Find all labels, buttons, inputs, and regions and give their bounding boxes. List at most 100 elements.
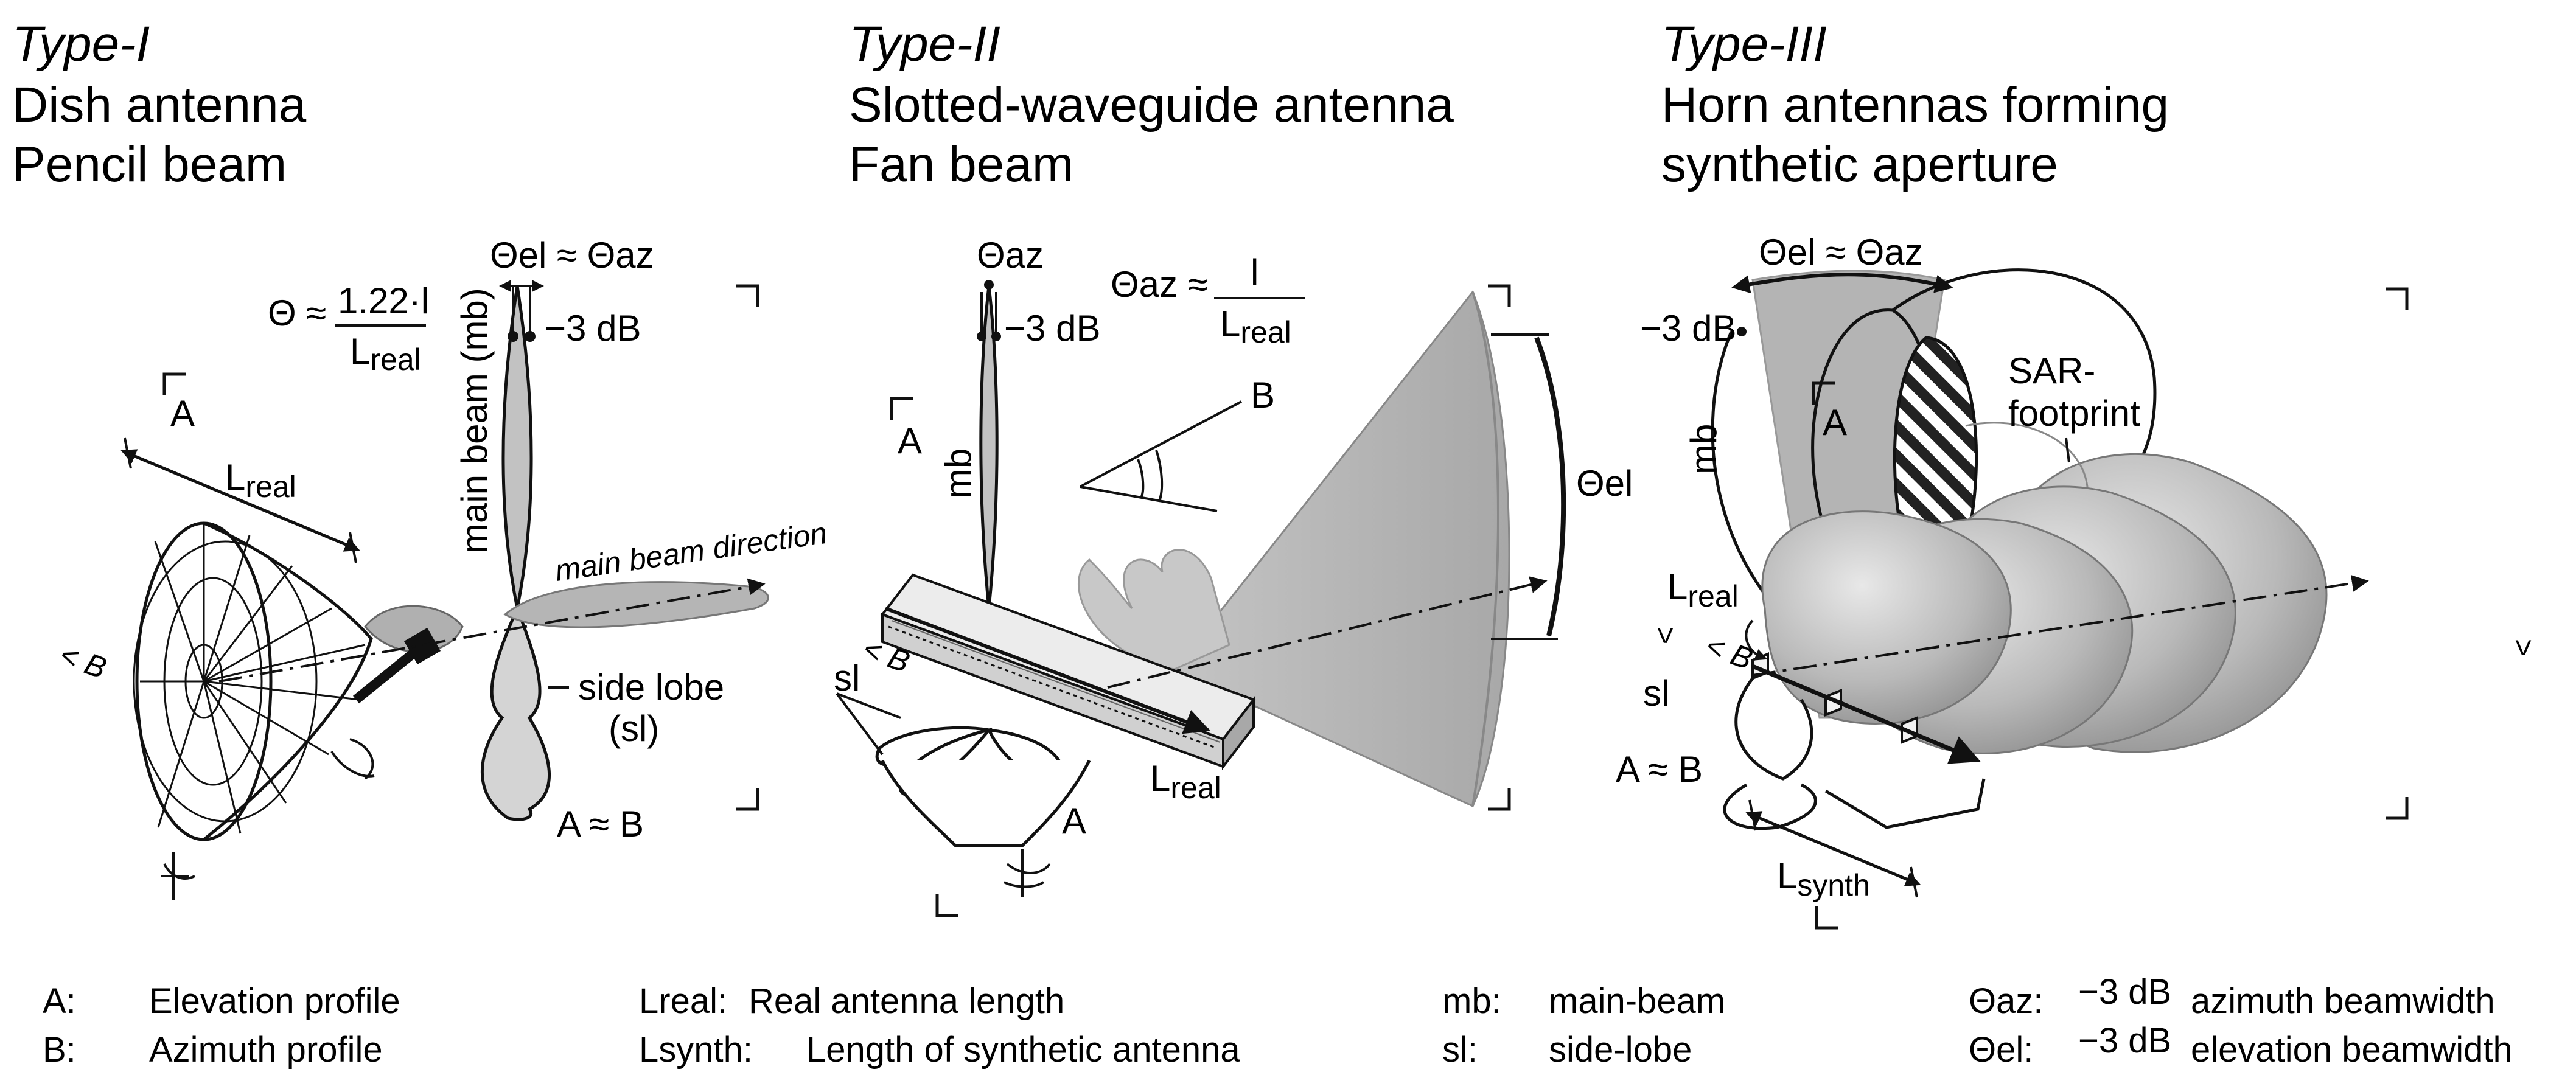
slotted-waveguide <box>880 573 1256 770</box>
svg-text:Azimuth profile: Azimuth profile <box>149 1030 383 1070</box>
panel-2-diagram: Θaz −3 dB Θaz ≈ l Lreal A B mb Θel < B s… <box>834 235 1633 917</box>
panel-1-line2: Pencil beam <box>12 137 287 192</box>
beam-axis-2 <box>1107 576 1548 689</box>
a-approx-b-label-3: A ≈ B <box>1616 749 1703 790</box>
label-a-top-2: A <box>898 420 922 461</box>
label-b-side-3: < B <box>1702 628 1757 677</box>
axis-start-mark: > <box>1649 627 1683 644</box>
theta-el-az: Θel ≈ Θaz <box>490 235 654 276</box>
synthetic-arrow <box>1751 664 1981 764</box>
theta-formula-den: Lreal <box>350 331 421 377</box>
fan-beam <box>1173 290 1510 807</box>
svg-text:sl:: sl: <box>1442 1030 1478 1070</box>
minus3db-dot-right <box>525 331 536 342</box>
theta-az-label: Θaz <box>977 235 1044 276</box>
svg-text:−3 dB: −3 dB <box>2078 972 2171 1012</box>
svg-text:main-beam: main-beam <box>1549 981 1725 1021</box>
minus3db-label-2: −3 dB <box>1004 308 1100 349</box>
a-approx-b-label: A ≈ B <box>557 804 644 844</box>
theta-el-label: Θel <box>1576 463 1633 504</box>
minus3db-dot-left <box>508 331 518 342</box>
legend-item-mb: mb: main-beam <box>1442 981 1725 1021</box>
label-a: A <box>170 393 195 434</box>
panel-3-line2: synthetic aperture <box>1661 137 2058 192</box>
mb-label-2: mb <box>938 448 979 499</box>
axis-end-mark: > <box>2507 639 2541 656</box>
fan-side-lobes <box>1078 549 1230 670</box>
svg-text:Lsynth:: Lsynth: <box>639 1030 753 1070</box>
lreal-label: Lreal <box>225 457 296 504</box>
lreal-label-3: Lreal <box>1667 566 1739 613</box>
svg-text:Elevation profile: Elevation profile <box>149 981 400 1021</box>
theta-formula-num: 1.22·l <box>338 280 429 321</box>
panel-1-type: Type-I <box>12 16 150 72</box>
dish-antenna <box>133 521 441 841</box>
theta-formula-num-2: l <box>1251 252 1258 293</box>
beam-axis <box>218 578 766 683</box>
svg-text:Θaz:: Θaz: <box>1969 981 2044 1021</box>
side-lobe-sl-label: (sl) <box>609 708 659 749</box>
panel-3-type: Type-III <box>1661 16 1827 72</box>
svg-text:Real antenna length: Real antenna length <box>749 981 1064 1021</box>
theta-formula-lhs-2: Θaz ≈ <box>1111 264 1208 305</box>
corner-brackets-3 <box>1815 287 2409 930</box>
theta-formula-den-2: Lreal <box>1220 304 1291 349</box>
sl-label-2: sl <box>834 658 860 698</box>
label-b-2: B <box>1251 375 1275 416</box>
panel-2-title: Type-II Slotted-waveguide antenna Fan be… <box>849 16 1454 192</box>
svg-text:Length of synthetic antenna: Length of synthetic antenna <box>806 1030 1240 1070</box>
panel-1-title: Type-I Dish antenna Pencil beam <box>12 16 307 192</box>
svg-text:side-lobe: side-lobe <box>1549 1030 1692 1070</box>
minus3db-label-3: −3 dB <box>1640 308 1736 349</box>
elevation-side-lobes <box>480 604 551 821</box>
lreal-label-2: Lreal <box>1150 758 1221 805</box>
legend-item-a: A: Elevation profile <box>43 981 400 1021</box>
mb-label-3: mb <box>1683 424 1724 475</box>
panel-3-line1: Horn antennas forming <box>1661 77 2169 133</box>
panel-2-line2: Fan beam <box>849 137 1073 192</box>
main-beam-lobe <box>503 581 769 628</box>
beam-axis-3 <box>1752 574 2369 677</box>
sar-footprint-2: footprint <box>2008 393 2140 434</box>
legend-item-b: B: Azimuth profile <box>43 1030 383 1070</box>
legend-item-lsynth: Lsynth: Length of synthetic antenna <box>639 1030 1240 1070</box>
svg-text:A:: A: <box>43 981 76 1021</box>
lsynth-label: Lsynth <box>1777 855 1870 902</box>
corner-brackets-2 <box>890 284 1511 917</box>
svg-text:elevation beamwidth: elevation beamwidth <box>2191 1030 2513 1070</box>
rotation-marks <box>161 738 375 900</box>
legend-item-theta-az: Θaz: −3 dB azimuth beamwidth <box>1969 972 2495 1021</box>
label-a-bottom-2: A <box>1062 801 1086 841</box>
svg-text:Lreal:: Lreal: <box>639 981 727 1021</box>
panel-1-line1: Dish antenna <box>12 77 307 133</box>
legend-item-lreal: Lreal: Real antenna length <box>639 981 1064 1021</box>
panel-1-diagram: Θ ≈ 1.22·l Lreal Θel ≈ Θaz −3 dB A Lreal… <box>55 235 829 900</box>
lsynth-arrow <box>1745 811 1921 886</box>
theta-el-az-3: Θel ≈ Θaz <box>1759 232 1923 273</box>
svg-text:mb:: mb: <box>1442 981 1501 1021</box>
panel-3-diagram: > > Θel ≈ Θaz −3 dB A SAR- footprint mb … <box>1616 232 2541 930</box>
svg-text:B:: B: <box>43 1030 76 1070</box>
legend-item-sl: sl: side-lobe <box>1442 1030 1692 1070</box>
main-beam-direction: main beam direction <box>553 516 829 588</box>
minus3db-label: −3 dB <box>545 308 641 349</box>
legend-item-theta-el: Θel: −3 dB elevation beamwidth <box>1969 1021 2513 1070</box>
theta-formula-lhs: Θ ≈ <box>268 293 326 333</box>
panel-2-line1: Slotted-waveguide antenna <box>849 77 1454 133</box>
lower-side-lobes <box>875 726 1091 847</box>
theta-el-arc <box>1534 336 1566 636</box>
svg-text:−3 dB: −3 dB <box>2078 1021 2171 1060</box>
panel-2-type: Type-II <box>849 16 1000 72</box>
azimuth-wedge <box>1080 400 1242 512</box>
panel-3-title: Type-III Horn antennas forming synthetic… <box>1661 16 2169 192</box>
lreal-arrow-2 <box>884 607 1210 734</box>
label-b: < B <box>55 638 111 686</box>
sar-footprint-1: SAR- <box>2008 350 2095 391</box>
corner-brackets <box>162 284 759 811</box>
elevation-arc <box>1731 273 1953 294</box>
rotation-marks-2 <box>1004 849 1051 897</box>
legend: A: Elevation profile B: Azimuth profile … <box>43 972 2513 1070</box>
horn-lobes <box>1761 422 2328 754</box>
side-lobe-label: side lobe <box>578 667 724 708</box>
